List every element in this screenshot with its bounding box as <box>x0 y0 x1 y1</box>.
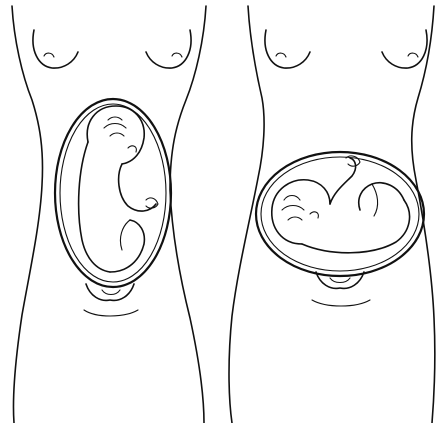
fetus-arm-2 <box>330 158 356 204</box>
fetus-knee <box>120 220 130 250</box>
nipple-right-2 <box>408 53 418 57</box>
fetus-back-2 <box>302 200 410 253</box>
figure-transverse-lie <box>229 6 435 423</box>
fetus-hair-2 <box>282 196 304 221</box>
uterus-inner-2 <box>261 157 419 271</box>
torso-left-outline <box>12 6 43 423</box>
fetus-hair <box>104 117 126 136</box>
fetus-back <box>79 142 110 272</box>
fetus-head <box>87 106 144 164</box>
breast-right <box>146 30 191 68</box>
pubic-line-2 <box>312 300 370 306</box>
fetus-ear-2 <box>310 212 318 218</box>
fetus-head-2 <box>272 180 330 244</box>
fetus-arm <box>119 164 156 211</box>
breast-left <box>33 30 78 68</box>
fetus-thigh-2 <box>359 183 404 210</box>
uterus-outer <box>55 99 171 287</box>
fetus-thigh <box>110 220 144 272</box>
breast-left-2 <box>265 30 310 68</box>
fetus-hand <box>146 198 158 208</box>
torso-right-outline <box>170 6 206 423</box>
cervix-inner <box>102 290 120 295</box>
pubic-line <box>84 310 138 316</box>
fetus-ear <box>128 146 136 152</box>
uterus-inner <box>60 104 166 282</box>
figure-longitudinal-lie <box>12 6 206 423</box>
nipple-left-2 <box>276 53 286 57</box>
breast-right-2 <box>382 30 427 68</box>
cervix-inner-2 <box>330 278 350 283</box>
fetus-transverse <box>272 156 410 253</box>
nipple-right <box>172 53 182 57</box>
nipple-left <box>44 53 54 57</box>
torso-left-outline-2 <box>229 6 264 423</box>
fetus-knee-2 <box>372 184 378 216</box>
fetus-longitudinal <box>79 106 158 272</box>
uterus-outer-2 <box>256 152 424 276</box>
